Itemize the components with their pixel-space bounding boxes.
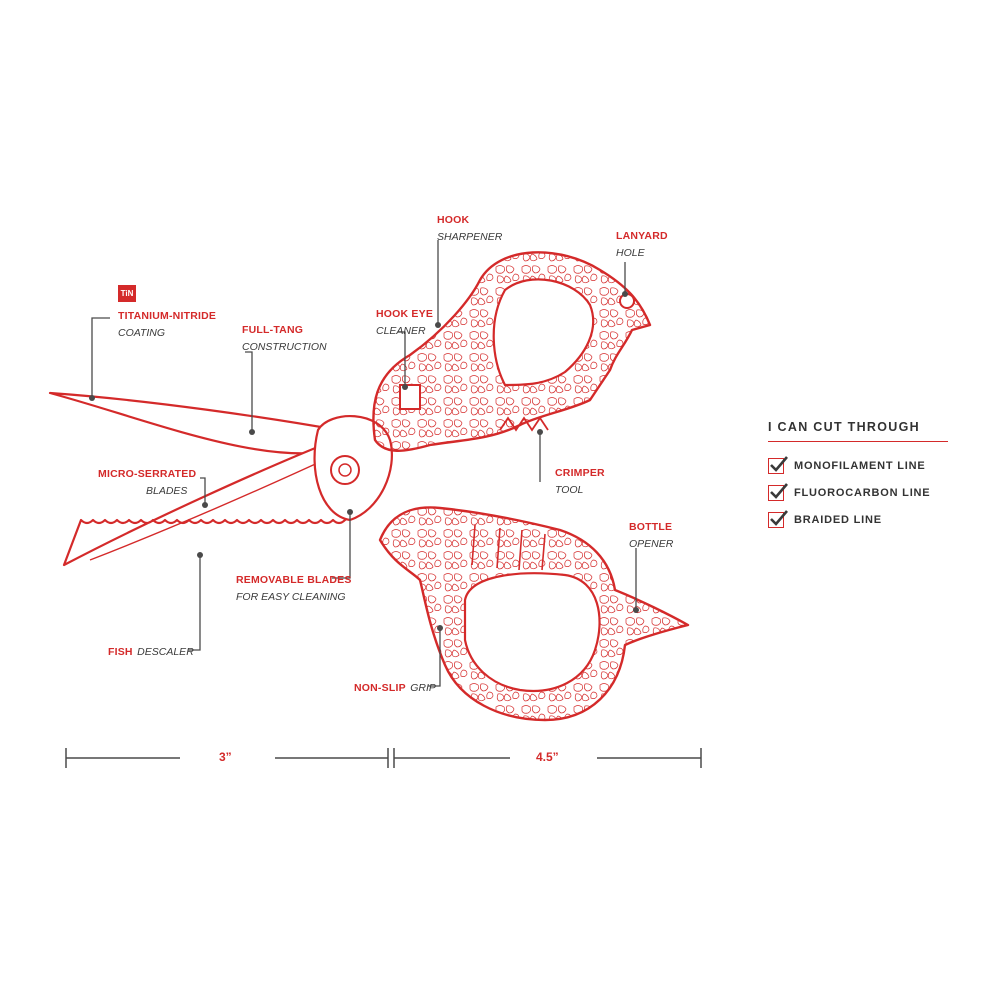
upper-blade [48,391,347,455]
callout-hook-sharpener: HOOK SHARPENER [437,214,503,243]
check-icon [768,509,788,528]
check-icon [768,455,788,474]
callout-non-slip: NON-SLIP GRIP [354,682,436,694]
callout-full-tang: FULL-TANG CONSTRUCTION [242,324,327,353]
leader-hook-eye [398,331,406,387]
leader-non-slip [428,628,441,687]
leader-tin [91,317,110,398]
dimension-blade: 3” [219,750,232,764]
legend-item: FLUOROCARBON LINE [768,479,948,506]
leader-full-tang [245,351,253,432]
check-icon [768,482,788,501]
legend-heading: I CAN CUT THROUGH [768,420,948,442]
callout-tin-coating: TITANIUM-NITRIDE COATING [118,310,217,339]
callout-bottle: BOTTLE OPENER [629,521,674,550]
callout-lanyard: LANYARD HOLE [616,230,668,259]
legend-item: MONOFILAMENT LINE [768,452,948,479]
callout-fish: FISH DESCALER [108,646,194,658]
callout-removable: REMOVABLE BLADES FOR EASY CLEANING [236,574,352,603]
callout-micro-serrated: MICRO-SERRATED BLADES [98,468,197,497]
leader-fish [188,555,201,651]
tin-badge: TiN [118,285,136,302]
legend-item-label: FLUOROCARBON LINE [794,486,931,499]
legend-item: BRAIDED LINE [768,506,948,533]
upper-finger-loop [492,278,595,387]
leader-micro [200,477,206,505]
legend-item-label: MONOFILAMENT LINE [794,459,926,472]
crimper-teeth [499,416,549,432]
lower-finger-loop [463,572,601,692]
hook-eye-slot [399,384,421,410]
grip-bands [471,524,546,571]
callout-crimper: CRIMPER TOOL [555,467,605,496]
legend-item-label: BRAIDED LINE [794,513,882,526]
callout-hook-eye: HOOK EYE CLEANER [376,308,434,337]
lower-serrated-blade [62,438,372,567]
dimension-handle: 4.5” [536,750,559,764]
leader-removable [332,512,351,579]
cut-through-legend: I CAN CUT THROUGH MONOFILAMENT LINE FLUO… [768,420,948,533]
inner-blade-edge [89,454,336,561]
